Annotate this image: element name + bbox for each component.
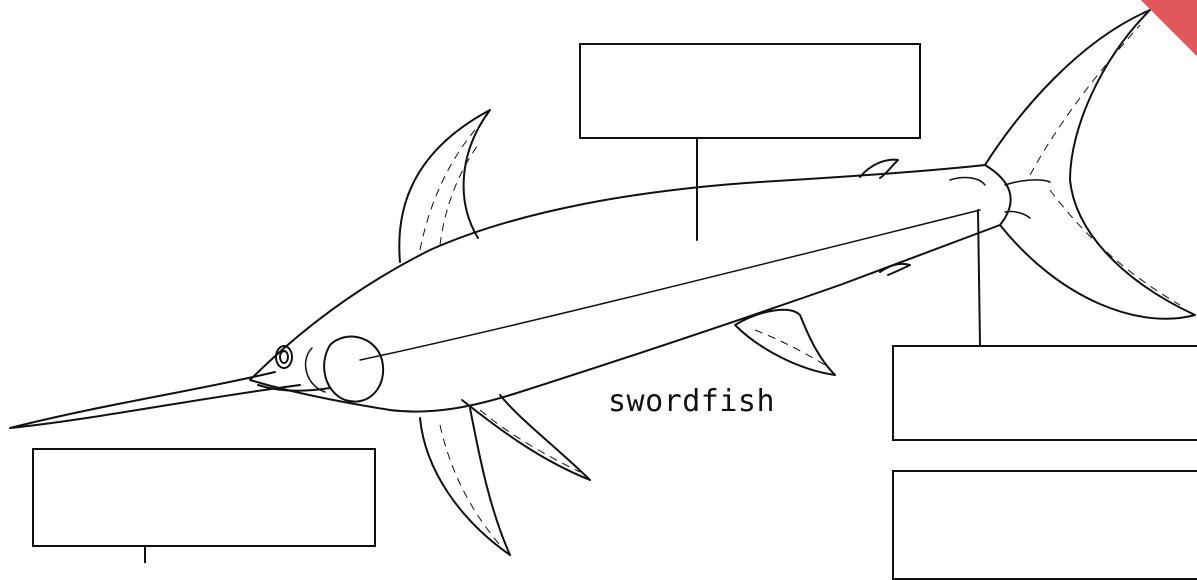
caption-swordfish: swordfish bbox=[608, 384, 775, 419]
pectoral-fin bbox=[420, 408, 510, 555]
connector-right bbox=[978, 210, 980, 345]
sword-bill bbox=[10, 372, 300, 428]
label-box-right-upper[interactable] bbox=[892, 345, 1197, 441]
anal-fin bbox=[735, 310, 835, 375]
second-anal-fin bbox=[880, 264, 910, 275]
label-box-top[interactable] bbox=[579, 43, 921, 139]
gill-cover bbox=[324, 337, 383, 402]
dorsal-fin bbox=[399, 110, 490, 262]
label-box-left[interactable] bbox=[32, 448, 376, 547]
label-box-right-lower[interactable] bbox=[892, 470, 1197, 580]
caudal-fin bbox=[985, 10, 1195, 319]
lateral-line bbox=[360, 210, 980, 360]
